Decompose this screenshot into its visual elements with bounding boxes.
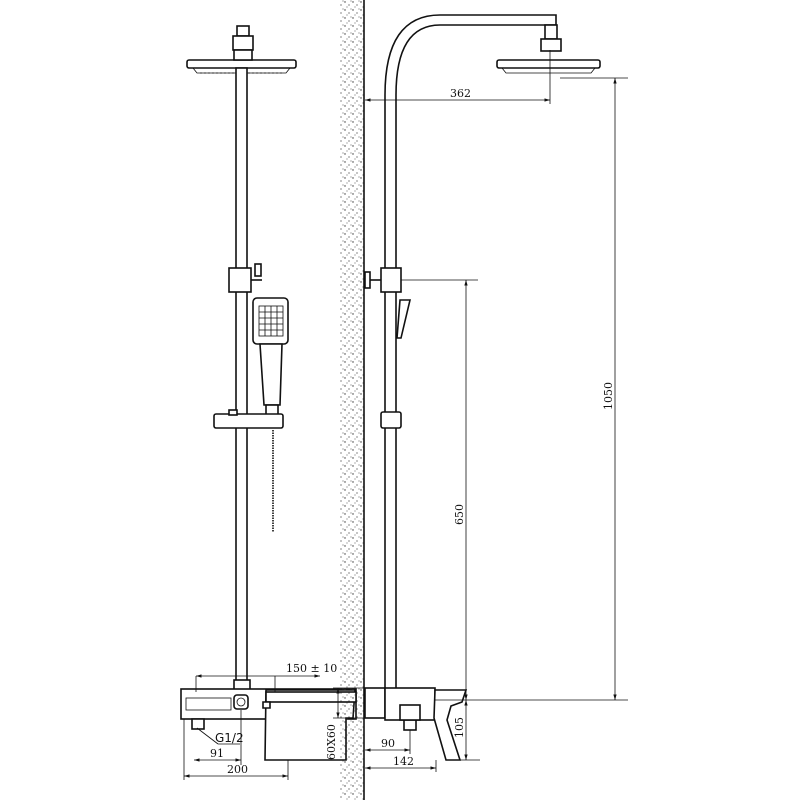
riser-pole-front	[235, 67, 248, 689]
front-dimensions: 150 ± 10 G1/2 91 200	[183, 662, 337, 780]
dim-outlet-depth: 90	[381, 737, 395, 750]
wall-hatch	[340, 0, 364, 800]
side-dimensions: 362 1050 650 105 60X60 90 142	[325, 50, 628, 772]
shower-head-front	[186, 25, 297, 74]
dim-outlet-offset: 91	[210, 747, 224, 760]
side-view: 362 1050 650 105 60X60 90 142	[325, 0, 628, 800]
dim-body-width: 200	[227, 763, 248, 776]
slider-side	[364, 267, 412, 339]
dim-spacing: 150 ± 10	[286, 662, 337, 675]
dim-slider-height: 650	[453, 504, 466, 525]
mixer-front	[180, 679, 357, 761]
hand-shower-front	[252, 297, 289, 416]
dim-total-height: 1050	[602, 382, 615, 410]
dim-mount-block: 60X60	[325, 724, 338, 760]
dim-mixer-height: 105	[453, 717, 466, 738]
slider-front	[228, 263, 262, 293]
riser-side	[384, 14, 601, 688]
dim-body-depth: 142	[393, 755, 414, 768]
holder-side	[380, 411, 402, 429]
front-view: 150 ± 10 G1/2 91 200	[180, 25, 357, 780]
holder-bar-front	[213, 409, 284, 532]
dim-thread: G1/2	[215, 731, 244, 745]
dim-arm-reach: 362	[450, 87, 471, 100]
mixer-side	[364, 687, 468, 761]
